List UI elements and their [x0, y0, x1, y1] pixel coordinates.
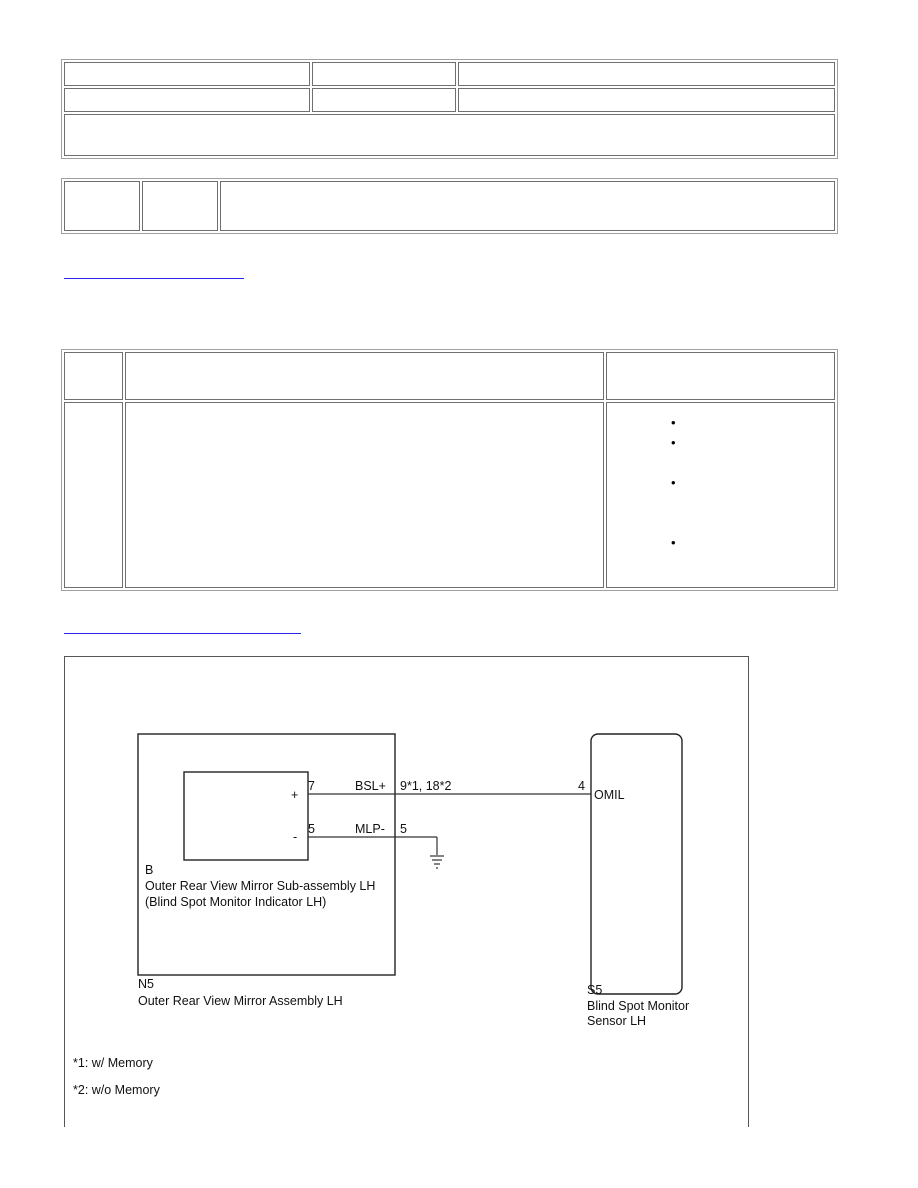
detection-table: • • • •: [61, 349, 838, 591]
sensor-box: [590, 733, 683, 995]
assembly-name: Outer Rear View Mirror Assembly LH: [138, 994, 343, 1008]
signal-label: BSL+: [355, 779, 386, 793]
junction-label: 9*1, 18*2: [400, 779, 451, 793]
plus-symbol: +: [291, 788, 298, 802]
info-cell: [220, 181, 835, 231]
sensor-connector-label: S5: [587, 983, 602, 997]
pin-label: 5: [308, 822, 315, 836]
info-table: [61, 178, 838, 234]
bullet-item: •: [671, 475, 676, 490]
table-header-cell: [125, 352, 604, 400]
header-cell: [64, 114, 835, 156]
description-link[interactable]: [64, 278, 244, 279]
header-cell: [312, 88, 456, 112]
header-cell: [64, 62, 310, 86]
wiring-diagram: + - 7 BSL+ 9*1, 18*2 5 MLP- 5 4 OMIL B O…: [64, 656, 749, 1127]
sensor-pin-label: 4: [578, 779, 585, 793]
pin-label: 7: [308, 779, 315, 793]
junction-label: 5: [400, 822, 407, 836]
table-cell: [64, 402, 123, 588]
header-cell: [458, 88, 835, 112]
note: *2: w/o Memory: [73, 1083, 161, 1097]
wiring-diagram-svg: + - 7 BSL+ 9*1, 18*2 5 MLP- 5 4 OMIL B O…: [73, 733, 689, 1097]
sensor-name: Sensor LH: [587, 1014, 646, 1028]
ground-icon: [430, 855, 444, 869]
table-cell: [125, 402, 604, 588]
info-cell: [64, 181, 140, 231]
sub-assembly-name: Outer Rear View Mirror Sub-assembly LH: [145, 879, 375, 893]
header-table: [61, 59, 838, 159]
bullet-item: •: [671, 415, 676, 430]
bullet-item: •: [671, 435, 676, 450]
mirror-assembly-box: [137, 733, 396, 976]
sub-connector-label: B: [145, 863, 153, 877]
bullet-item: •: [671, 535, 676, 550]
info-cell: [142, 181, 218, 231]
sensor-terminal-label: OMIL: [594, 788, 625, 802]
sensor-name: Blind Spot Monitor: [587, 999, 689, 1013]
note: *1: w/ Memory: [73, 1056, 154, 1070]
header-cell: [458, 62, 835, 86]
connector-label: N5: [138, 977, 154, 991]
indicator-box: [183, 771, 309, 861]
table-header-cell: [64, 352, 123, 400]
minus-symbol: -: [293, 830, 297, 844]
table-header-cell: [606, 352, 835, 400]
sub-assembly-detail: (Blind Spot Monitor Indicator LH): [145, 895, 326, 909]
header-cell: [64, 88, 310, 112]
wiring-diagram-link[interactable]: [64, 633, 301, 634]
bullet-cell: • • • •: [606, 402, 835, 588]
header-cell: [312, 62, 456, 86]
signal-label: MLP-: [355, 822, 385, 836]
